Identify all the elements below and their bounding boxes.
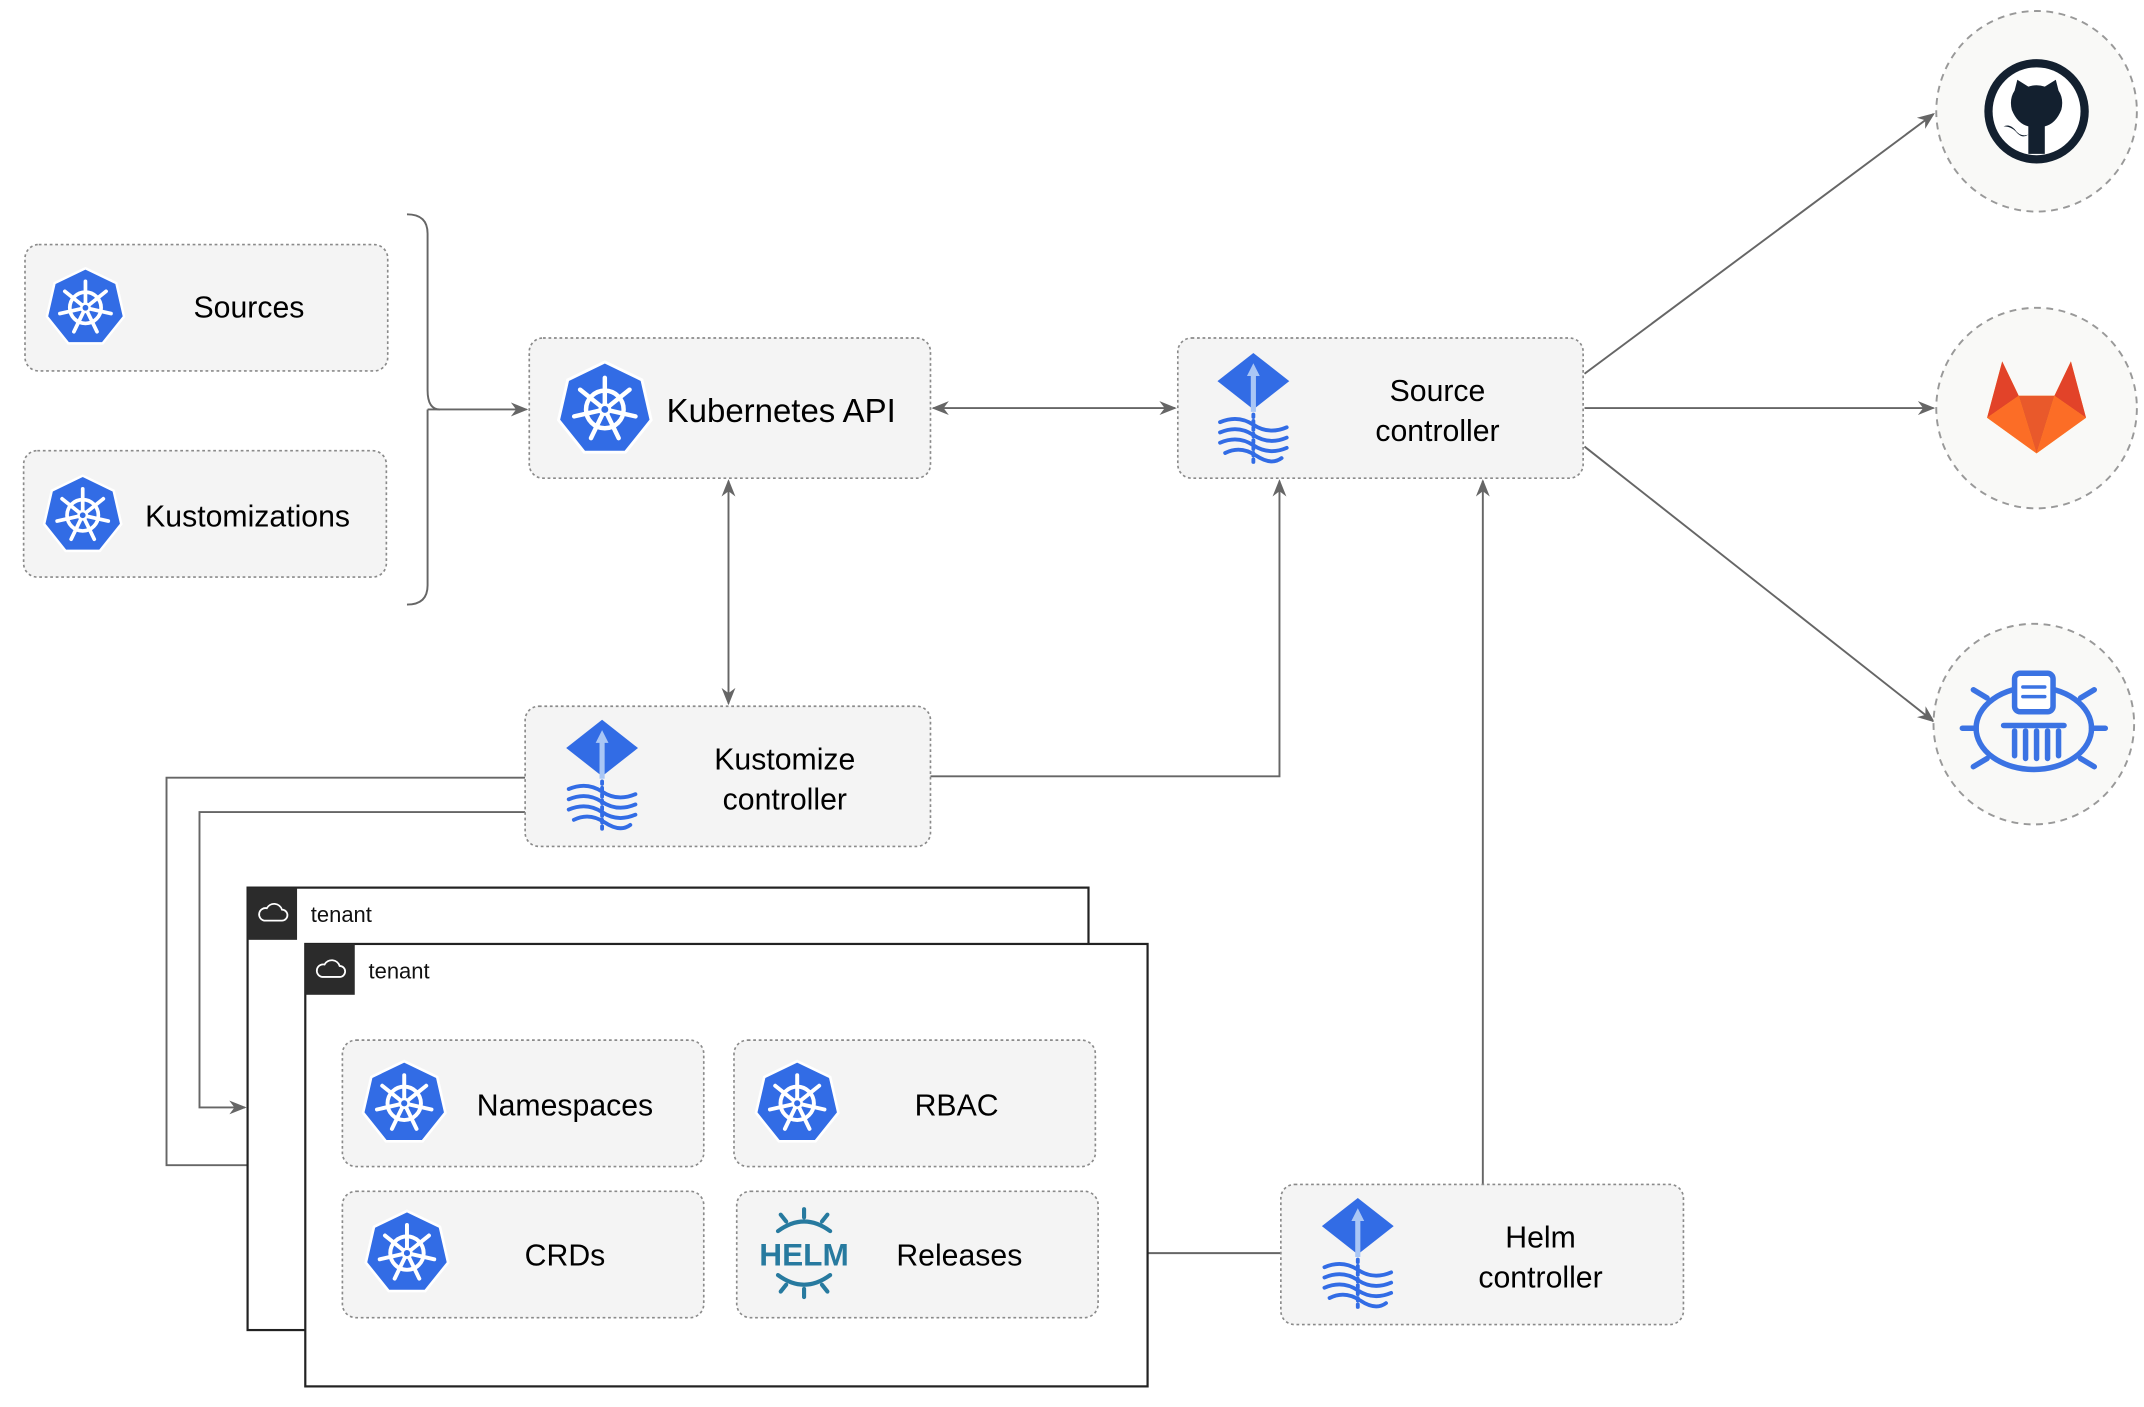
brace bbox=[406, 213, 441, 606]
node-crds[interactable]: CRDs bbox=[341, 1190, 705, 1319]
edge-source-to-github bbox=[1583, 113, 1935, 375]
node-label: Sources bbox=[194, 291, 305, 324]
github-node[interactable] bbox=[1935, 10, 2138, 213]
tenant-label: tenant bbox=[369, 958, 430, 983]
node-label-line2: controller bbox=[723, 783, 847, 816]
bucket-icon bbox=[1959, 670, 2109, 773]
github-icon bbox=[1984, 59, 2089, 164]
node-kubernetes-api[interactable]: Kubernetes API bbox=[528, 337, 932, 479]
tenant-front[interactable]: tenant Namespaces RBAC CRDs bbox=[304, 942, 1149, 1388]
node-releases[interactable]: HELM Releases bbox=[735, 1190, 1099, 1319]
gitlab-icon bbox=[1987, 361, 2087, 454]
edge-kustomize-to-tenant-back bbox=[198, 811, 526, 1115]
edge-source-to-bucket bbox=[1583, 445, 1935, 723]
node-kustomizations[interactable]: Kustomizations bbox=[22, 449, 388, 578]
node-source-controller[interactable]: Source controller bbox=[1176, 337, 1584, 479]
tenant-header-badge bbox=[247, 887, 298, 940]
node-rbac[interactable]: RBAC bbox=[733, 1039, 1097, 1168]
helm-logo-text: HELM bbox=[759, 1236, 849, 1272]
node-label-line1: Helm bbox=[1505, 1222, 1576, 1255]
node-label-line2: controller bbox=[1478, 1261, 1602, 1294]
node-label: CRDs bbox=[525, 1239, 606, 1272]
tenant-label: tenant bbox=[311, 902, 372, 927]
node-label-line1: Kustomize bbox=[714, 743, 855, 776]
edge-kustomize-to-source bbox=[930, 479, 1287, 778]
node-label-line2: controller bbox=[1375, 415, 1499, 448]
tenant-header-badge bbox=[305, 943, 355, 995]
node-label: Kubernetes API bbox=[667, 392, 896, 429]
gitlab-node[interactable] bbox=[1935, 306, 2138, 510]
edges bbox=[165, 113, 1936, 1261]
node-sources[interactable]: Sources bbox=[24, 243, 389, 372]
helm-icon: HELM bbox=[759, 1207, 849, 1300]
node-kustomize-controller[interactable]: Kustomize controller bbox=[524, 705, 932, 848]
edge-kustomize-to-tenant-front bbox=[165, 776, 526, 1173]
node-label: Releases bbox=[896, 1239, 1022, 1272]
node-label: Kustomizations bbox=[145, 500, 350, 533]
node-label: RBAC bbox=[915, 1090, 999, 1123]
node-label-line1: Source bbox=[1390, 375, 1486, 408]
node-label: Namespaces bbox=[477, 1090, 653, 1123]
node-helm-controller[interactable]: Helm controller bbox=[1280, 1183, 1685, 1326]
node-namespaces[interactable]: Namespaces bbox=[341, 1039, 705, 1168]
bucket-node[interactable] bbox=[1932, 622, 2136, 826]
